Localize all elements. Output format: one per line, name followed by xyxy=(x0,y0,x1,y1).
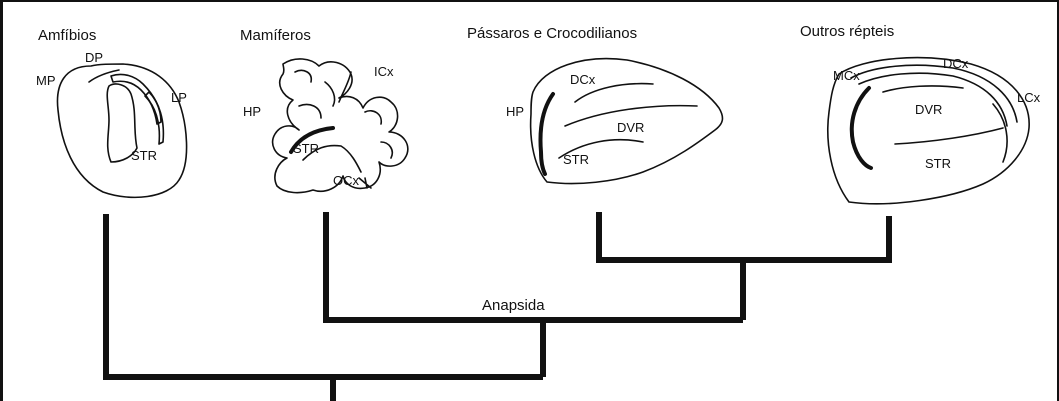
cladogram-canvas: Amfíbios Mamíferos Pássaros e Crocodilia… xyxy=(3,2,1057,401)
label-str: STR xyxy=(293,141,319,156)
title-amphibians: Amfíbios xyxy=(38,27,96,44)
title-other-reptiles: Outros répteis xyxy=(800,23,894,40)
mammal-brain-section: ICx HP STR OCx xyxy=(243,59,408,193)
title-mammals: Mamíferos xyxy=(240,27,311,44)
title-birds-crocodilians: Pássaros e Crocodilianos xyxy=(467,25,637,42)
label-mcx: MCx xyxy=(833,68,860,83)
label-dcx: DCx xyxy=(570,72,596,87)
label-dvr: DVR xyxy=(617,120,644,135)
branch-archosaur-lepidosaur xyxy=(599,212,889,260)
label-icx: ICx xyxy=(374,64,394,79)
node-label-anapsida: Anapsida xyxy=(482,297,545,314)
label-str: STR xyxy=(925,156,951,171)
label-str: STR xyxy=(131,148,157,163)
label-lp: LP xyxy=(171,90,187,105)
label-hp: HP xyxy=(243,104,261,119)
birds-crocodilians-brain-section: DCx HP DVR STR xyxy=(506,59,722,184)
amphibian-brain-section: DP MP LP STR xyxy=(36,50,187,197)
label-mp: MP xyxy=(36,73,56,88)
label-dvr: DVR xyxy=(915,102,942,117)
label-ocx: OCx xyxy=(333,173,360,188)
label-dcx: DCx xyxy=(943,56,969,71)
label-hp: HP xyxy=(506,104,524,119)
label-lcx: LCx xyxy=(1017,90,1041,105)
other-reptiles-brain-section: MCx DCx DVR LCx STR xyxy=(828,56,1041,204)
label-dp: DP xyxy=(85,50,103,65)
label-str: STR xyxy=(563,152,589,167)
